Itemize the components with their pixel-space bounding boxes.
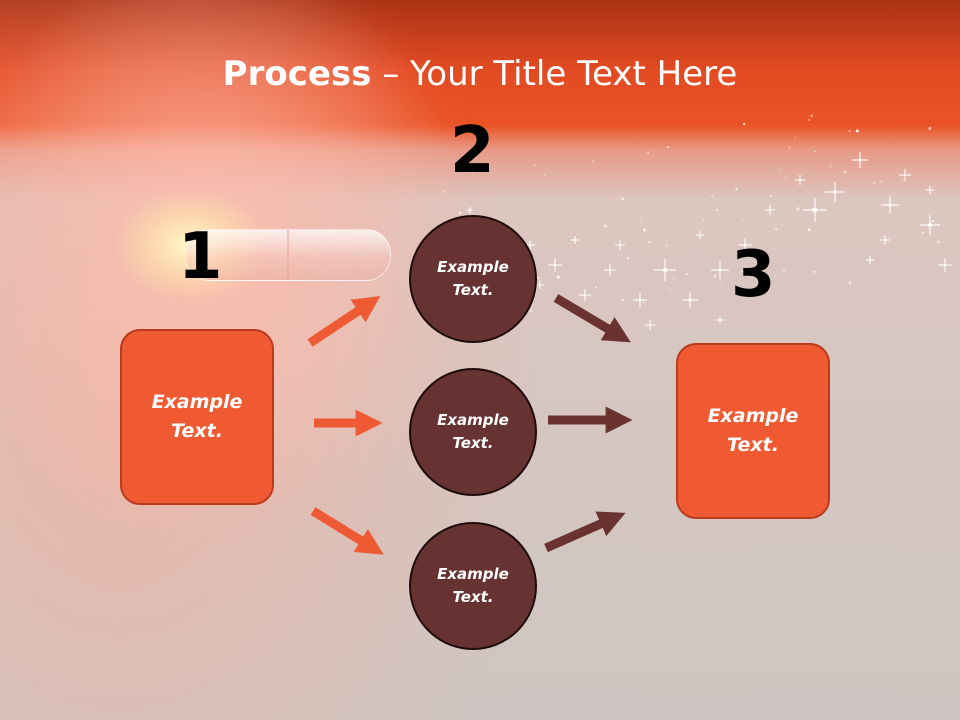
arrow-bottom-to-right xyxy=(546,518,614,548)
arrow-left-to-top xyxy=(310,303,370,343)
arrow-top-to-right xyxy=(556,298,620,336)
arrow-left-to-bottom xyxy=(313,511,373,548)
